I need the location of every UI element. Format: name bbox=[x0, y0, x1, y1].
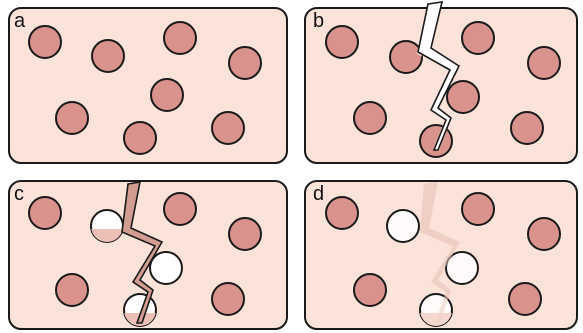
particle bbox=[151, 79, 183, 111]
particle bbox=[29, 26, 61, 58]
panel-a: a bbox=[9, 8, 287, 163]
particle bbox=[229, 218, 261, 250]
particle bbox=[511, 112, 543, 144]
panel-d: d bbox=[305, 181, 577, 329]
panel-b-label: b bbox=[313, 10, 324, 32]
particle bbox=[354, 102, 386, 134]
particle bbox=[528, 218, 560, 250]
particle bbox=[354, 274, 386, 306]
panel-d-label: d bbox=[313, 183, 324, 205]
empty-site bbox=[387, 210, 419, 242]
particle bbox=[390, 41, 422, 73]
particle bbox=[229, 47, 261, 79]
particle bbox=[56, 102, 88, 134]
particle bbox=[462, 22, 494, 54]
particle bbox=[164, 22, 196, 54]
particle bbox=[29, 197, 61, 229]
particle bbox=[326, 197, 358, 229]
panel-a-label: a bbox=[14, 10, 26, 32]
particle bbox=[212, 283, 244, 315]
particle bbox=[462, 193, 494, 225]
empty-site bbox=[150, 252, 182, 284]
particle bbox=[509, 283, 541, 315]
particle bbox=[212, 112, 244, 144]
panel-c-label: c bbox=[14, 183, 24, 205]
particle bbox=[124, 122, 156, 154]
particle bbox=[447, 81, 479, 113]
particle bbox=[56, 274, 88, 306]
particle bbox=[528, 47, 560, 79]
panel-c: c bbox=[9, 181, 287, 329]
panel-b: b bbox=[305, 2, 577, 163]
particle bbox=[164, 193, 196, 225]
particle bbox=[326, 26, 358, 58]
particle bbox=[92, 40, 124, 72]
